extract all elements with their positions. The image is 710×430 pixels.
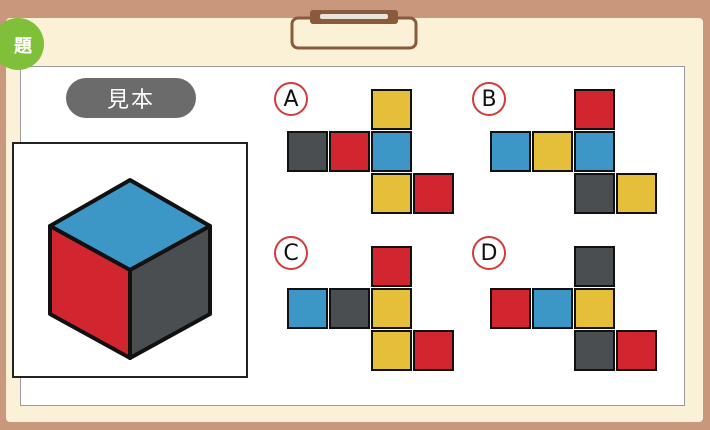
net-square-red <box>329 131 370 172</box>
net-square-yellow <box>371 288 412 329</box>
question-badge-text: 題 <box>14 32 32 58</box>
net-square-gray <box>574 173 615 214</box>
net-square-blue <box>490 131 531 172</box>
net-square-blue <box>287 288 328 329</box>
net-square-red <box>413 330 454 371</box>
net-square-blue <box>371 131 412 172</box>
option-b-label[interactable]: B <box>472 82 506 116</box>
net-square-gray <box>574 246 615 287</box>
option-d-label[interactable]: D <box>472 236 506 270</box>
net-square-red <box>574 89 615 130</box>
clipboard-clip-icon <box>290 8 418 50</box>
net-square-gray <box>574 330 615 371</box>
net-square-gray <box>329 288 370 329</box>
net-square-gray <box>287 131 328 172</box>
net-square-red <box>490 288 531 329</box>
net-square-yellow <box>371 173 412 214</box>
sample-cube-icon <box>14 144 246 376</box>
net-square-blue <box>532 288 573 329</box>
net-square-red <box>413 173 454 214</box>
net-square-yellow <box>371 330 412 371</box>
sample-cube-frame <box>12 142 248 378</box>
option-a-label[interactable]: A <box>274 82 308 116</box>
net-square-yellow <box>616 173 657 214</box>
question-badge: 題 <box>0 18 44 70</box>
net-square-red <box>371 246 412 287</box>
net-square-yellow <box>532 131 573 172</box>
sample-label: 見本 <box>66 78 196 118</box>
net-square-blue <box>574 131 615 172</box>
net-square-yellow <box>574 288 615 329</box>
net-square-red <box>616 330 657 371</box>
option-c-label[interactable]: C <box>274 236 308 270</box>
net-square-yellow <box>371 89 412 130</box>
